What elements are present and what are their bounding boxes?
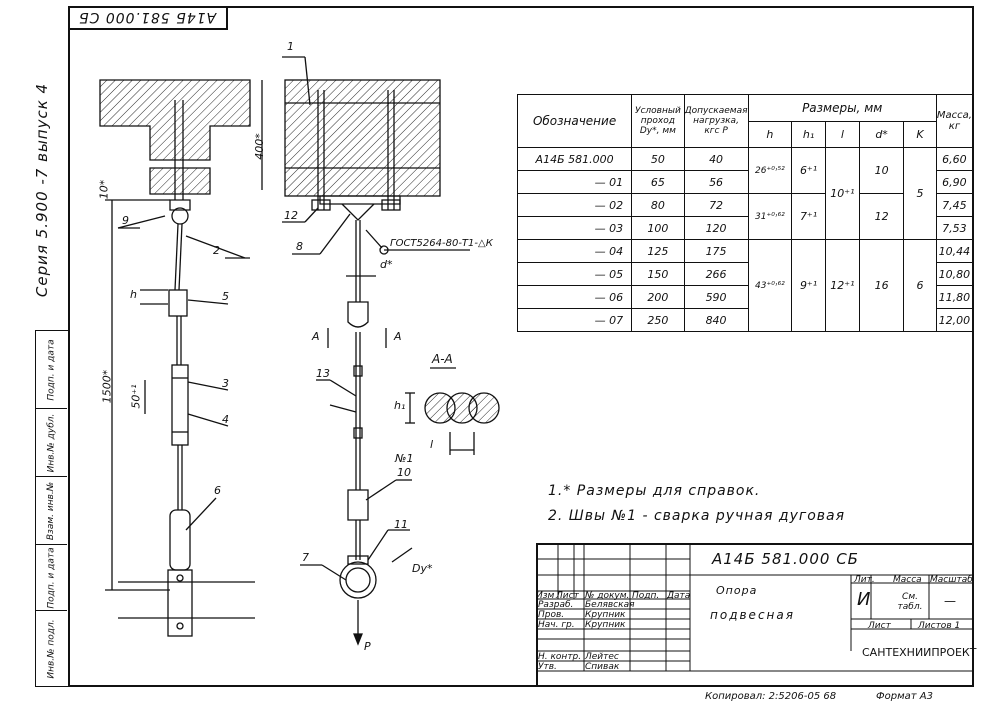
tb-person: Белявская: [585, 600, 635, 610]
load-label: P: [364, 640, 371, 653]
side-signature-strip: Подп. и дата Инв.№ дубл. Взам. инв.№ Под…: [35, 330, 68, 687]
part-label: 2: [213, 244, 220, 257]
part-label: 7: [302, 551, 309, 564]
tb-h-change: Изм: [536, 591, 555, 601]
th-load: Допускаемая нагрузка, кгс P: [683, 94, 749, 148]
tb-sheets-label: Листов 1: [918, 621, 961, 631]
tb-h-date: Дата: [667, 591, 691, 601]
table-row: — 06 200 590 11,80: [516, 285, 974, 309]
part-label: 11: [394, 518, 408, 531]
tb-person: Крупник: [585, 620, 626, 630]
side-cell: Инв.№ дубл.: [36, 409, 67, 477]
tb-mass-label: Масса: [893, 575, 922, 585]
table-row: — 05 150 266 10,80: [516, 262, 974, 286]
th-mass: Масса, кг: [935, 94, 974, 148]
tb-person: Лейтес: [585, 652, 619, 662]
tb-sheet-label: Лист: [868, 621, 891, 631]
table-row: А14Б 581.000 50 40 26⁺⁰˒⁵² 6⁺¹ 10⁺¹ 10 5…: [516, 147, 974, 240]
specification-table: Обозначение Условный проход Dу*, мм Допу…: [516, 94, 974, 332]
table-row: — 01 65 56 6,90: [516, 170, 974, 194]
table-row: — 03 100 120 7,53: [516, 216, 974, 240]
part-label: 4: [222, 413, 229, 426]
tb-scale-label: Масштаб: [930, 575, 973, 585]
tb-person: Крупник: [585, 610, 626, 620]
tb-scale-value: —: [944, 594, 956, 608]
side-cell: Подп. и дата: [36, 331, 67, 409]
th-h1: h₁: [791, 120, 826, 148]
dimension-label: Dу*: [412, 562, 433, 575]
tb-mass-value: См. табл.: [897, 592, 923, 612]
title-name-1: Опора: [716, 584, 758, 597]
th-designation: Обозначение: [516, 94, 633, 148]
dimension-label: 50⁺¹: [129, 384, 143, 409]
part-label: 13: [316, 367, 330, 380]
dimension-label: 1500*: [100, 369, 114, 404]
th-h: h: [747, 120, 793, 148]
tb-h-doc: № докум.: [585, 591, 630, 601]
tb-lit-value: И: [857, 589, 871, 610]
dimension-label: 400*: [252, 133, 266, 160]
dimension-label: h₁: [394, 399, 406, 412]
title-code: А14Б 581.000 СБ: [712, 550, 859, 568]
tb-lit-label: Лит.: [854, 575, 875, 585]
part-label: 8: [296, 240, 303, 253]
dimension-label: 10*: [97, 179, 111, 200]
tb-h-sign: Подп.: [632, 591, 660, 601]
copied-note: Копировал: 2:5206-05 68: [705, 691, 837, 702]
tb-person: Спивак: [585, 662, 620, 672]
part-label: 3: [222, 377, 229, 390]
part-label: 9: [122, 214, 129, 227]
side-cell: Подп. и дата: [36, 545, 67, 611]
weld-mark: №1: [395, 452, 414, 465]
dimension-label: d*: [380, 258, 393, 271]
note-2: 2. Швы №1 - сварка ручная дуговая: [548, 508, 846, 524]
section-mark: A: [312, 330, 320, 343]
tb-role: Нач. гр.: [538, 620, 575, 630]
part-label: 12: [284, 209, 298, 222]
th-dy: Условный проход Dу*, мм: [631, 94, 685, 148]
part-label: 1: [287, 40, 294, 53]
side-cell: Взам. инв.№: [36, 477, 67, 545]
tb-role: Утв.: [538, 662, 557, 672]
th-l: l: [824, 120, 860, 148]
th-k: K: [903, 120, 937, 148]
section-mark: A: [394, 330, 402, 343]
format-note: Формат А3: [876, 691, 933, 702]
tb-h-sheet: Лист: [556, 591, 579, 601]
section-title: А-А: [432, 352, 453, 366]
table-row: — 04 125 175 43⁺⁰˒⁶² 9⁺¹ 12⁺¹ 16 6 10,44: [516, 239, 974, 332]
tb-role: Разраб.: [538, 600, 574, 610]
dimension-label: l: [430, 438, 434, 451]
tb-role: Н. контр.: [538, 652, 582, 662]
drawing-frame: [68, 6, 974, 687]
dimension-label: h: [130, 288, 137, 301]
title-block-grid: [536, 543, 974, 672]
part-label: 6: [214, 484, 221, 497]
part-label: 5: [222, 290, 229, 303]
table-row: — 07 250 840 12,00: [516, 308, 974, 332]
th-d: d*: [858, 120, 905, 148]
organization: САНТЕХНИИПРОЕКТ: [862, 646, 977, 659]
part-label: 10: [397, 466, 411, 479]
top-stamp: А14Б 581.000 СБ: [68, 6, 228, 30]
th-dims: Размеры, мм: [747, 94, 937, 122]
title-block: [536, 543, 974, 687]
note-1: 1.* Размеры для справок.: [548, 483, 761, 499]
title-name-2: подвесная: [710, 608, 795, 622]
gost-callout: ГОСТ5264-80-Т1-△К: [390, 238, 493, 249]
tb-role: Пров.: [538, 610, 565, 620]
